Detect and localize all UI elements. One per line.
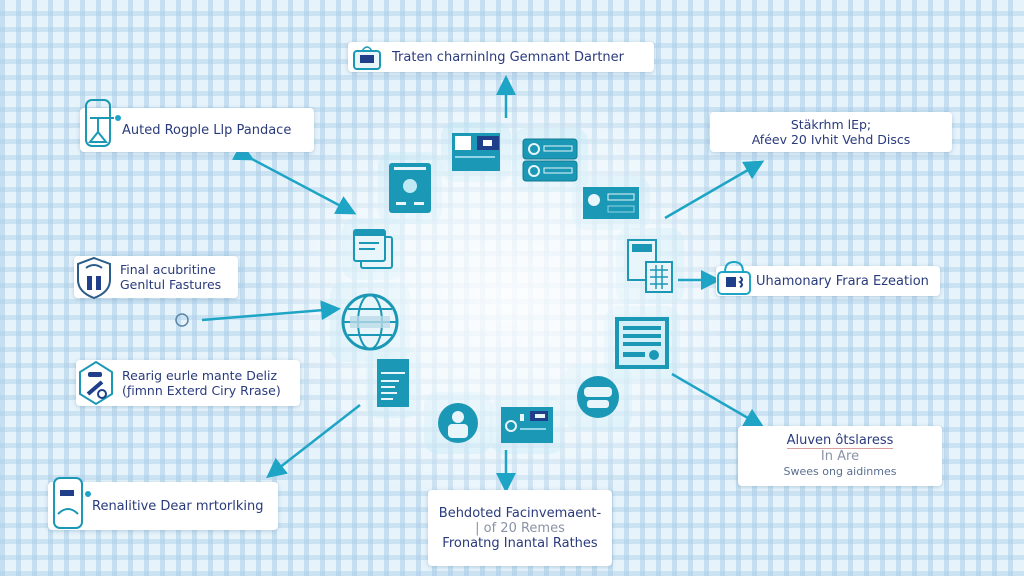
arrow-mid-left (201, 300, 341, 322)
label-lower-left: Rearig eurle mante Deliz (ƒimnn Exterd C… (76, 360, 300, 406)
printer-icon (353, 46, 381, 70)
user-badge-icon (424, 392, 492, 454)
label-bottom: Behdoted Facinvemaent- | of 20 Remes Fro… (428, 490, 612, 566)
label-bottom-right-line2: In Are (820, 449, 860, 464)
label-mid-right-text: Uhamonary Frara Ezeation (756, 273, 929, 289)
calculator-sheet-icon (616, 228, 684, 304)
arrow-top-right (664, 160, 765, 220)
server-icon (512, 128, 588, 192)
label-top-right-line1: Stäkrhm lEp; (790, 117, 872, 132)
label-lower-left-line1: Rearig eurle mante Deliz (122, 368, 278, 383)
label-bottom-line3: Fronatng Inantal Rathes (442, 535, 598, 551)
label-mid-left: Final acubritine Genltul Fastures (74, 256, 238, 300)
label-bottom-line1: Behdoted Facinvemaent- (438, 505, 602, 521)
tablet-icon (378, 152, 442, 224)
card-icon (490, 396, 564, 454)
label-top-left: Auted Rogple Llp Pandace (80, 99, 314, 152)
label-bottom-right-line1: Aluven ôtslaress (786, 433, 894, 449)
label-top: Traten charninlng Gemnant Dartner (348, 42, 654, 72)
arrow-lower-right (671, 372, 765, 428)
lock-icon (717, 260, 751, 295)
arrow-top-left (232, 142, 357, 215)
shield-icon (77, 256, 111, 300)
label-bottom-line2: | of 20 Remes (475, 520, 565, 536)
label-top-right: Stäkrhm lEp; Aféev 20 Ivhit Vehd Discs (710, 112, 952, 152)
label-bottom-left-text: Renalitive Dear mrtorlking (92, 498, 264, 514)
label-mid-left-line1: Final acubritine (120, 262, 216, 277)
small-node-dot (175, 313, 189, 327)
label-lower-left-line2: (ƒimnn Exterd Ciry Rrase) (122, 383, 281, 398)
documents-icon (342, 218, 404, 280)
report-icon (366, 348, 420, 418)
dashboard-icon (441, 122, 511, 182)
lab-stand-icon (85, 99, 121, 147)
arrow-lower-left (266, 404, 361, 479)
label-bottom-right: Aluven ôtslaress In Are Swees ong aidinm… (738, 426, 942, 486)
label-bottom-left: Renalitive Dear mrtorlking (48, 477, 278, 530)
label-top-right-line2: Aféev 20 Ivhit Vehd Discs (751, 132, 911, 147)
monitor-icon (53, 477, 91, 529)
label-mid-right: Uhamonary Frara Ezeation (716, 260, 940, 296)
label-mid-left-line2: Genltul Fastures (120, 277, 222, 292)
cloud-panel-icon (572, 176, 650, 230)
robot-icon (564, 364, 632, 430)
form-document-icon (604, 306, 680, 380)
globe-icon (330, 282, 410, 362)
label-top-text: Traten charninlng Gemnant Dartner (392, 49, 625, 65)
label-top-left-text: Auted Rogple Llp Pandace (122, 122, 292, 138)
hexagon-tool-icon (79, 360, 113, 406)
label-bottom-right-line3: Swees ong aidinmes (783, 465, 897, 478)
